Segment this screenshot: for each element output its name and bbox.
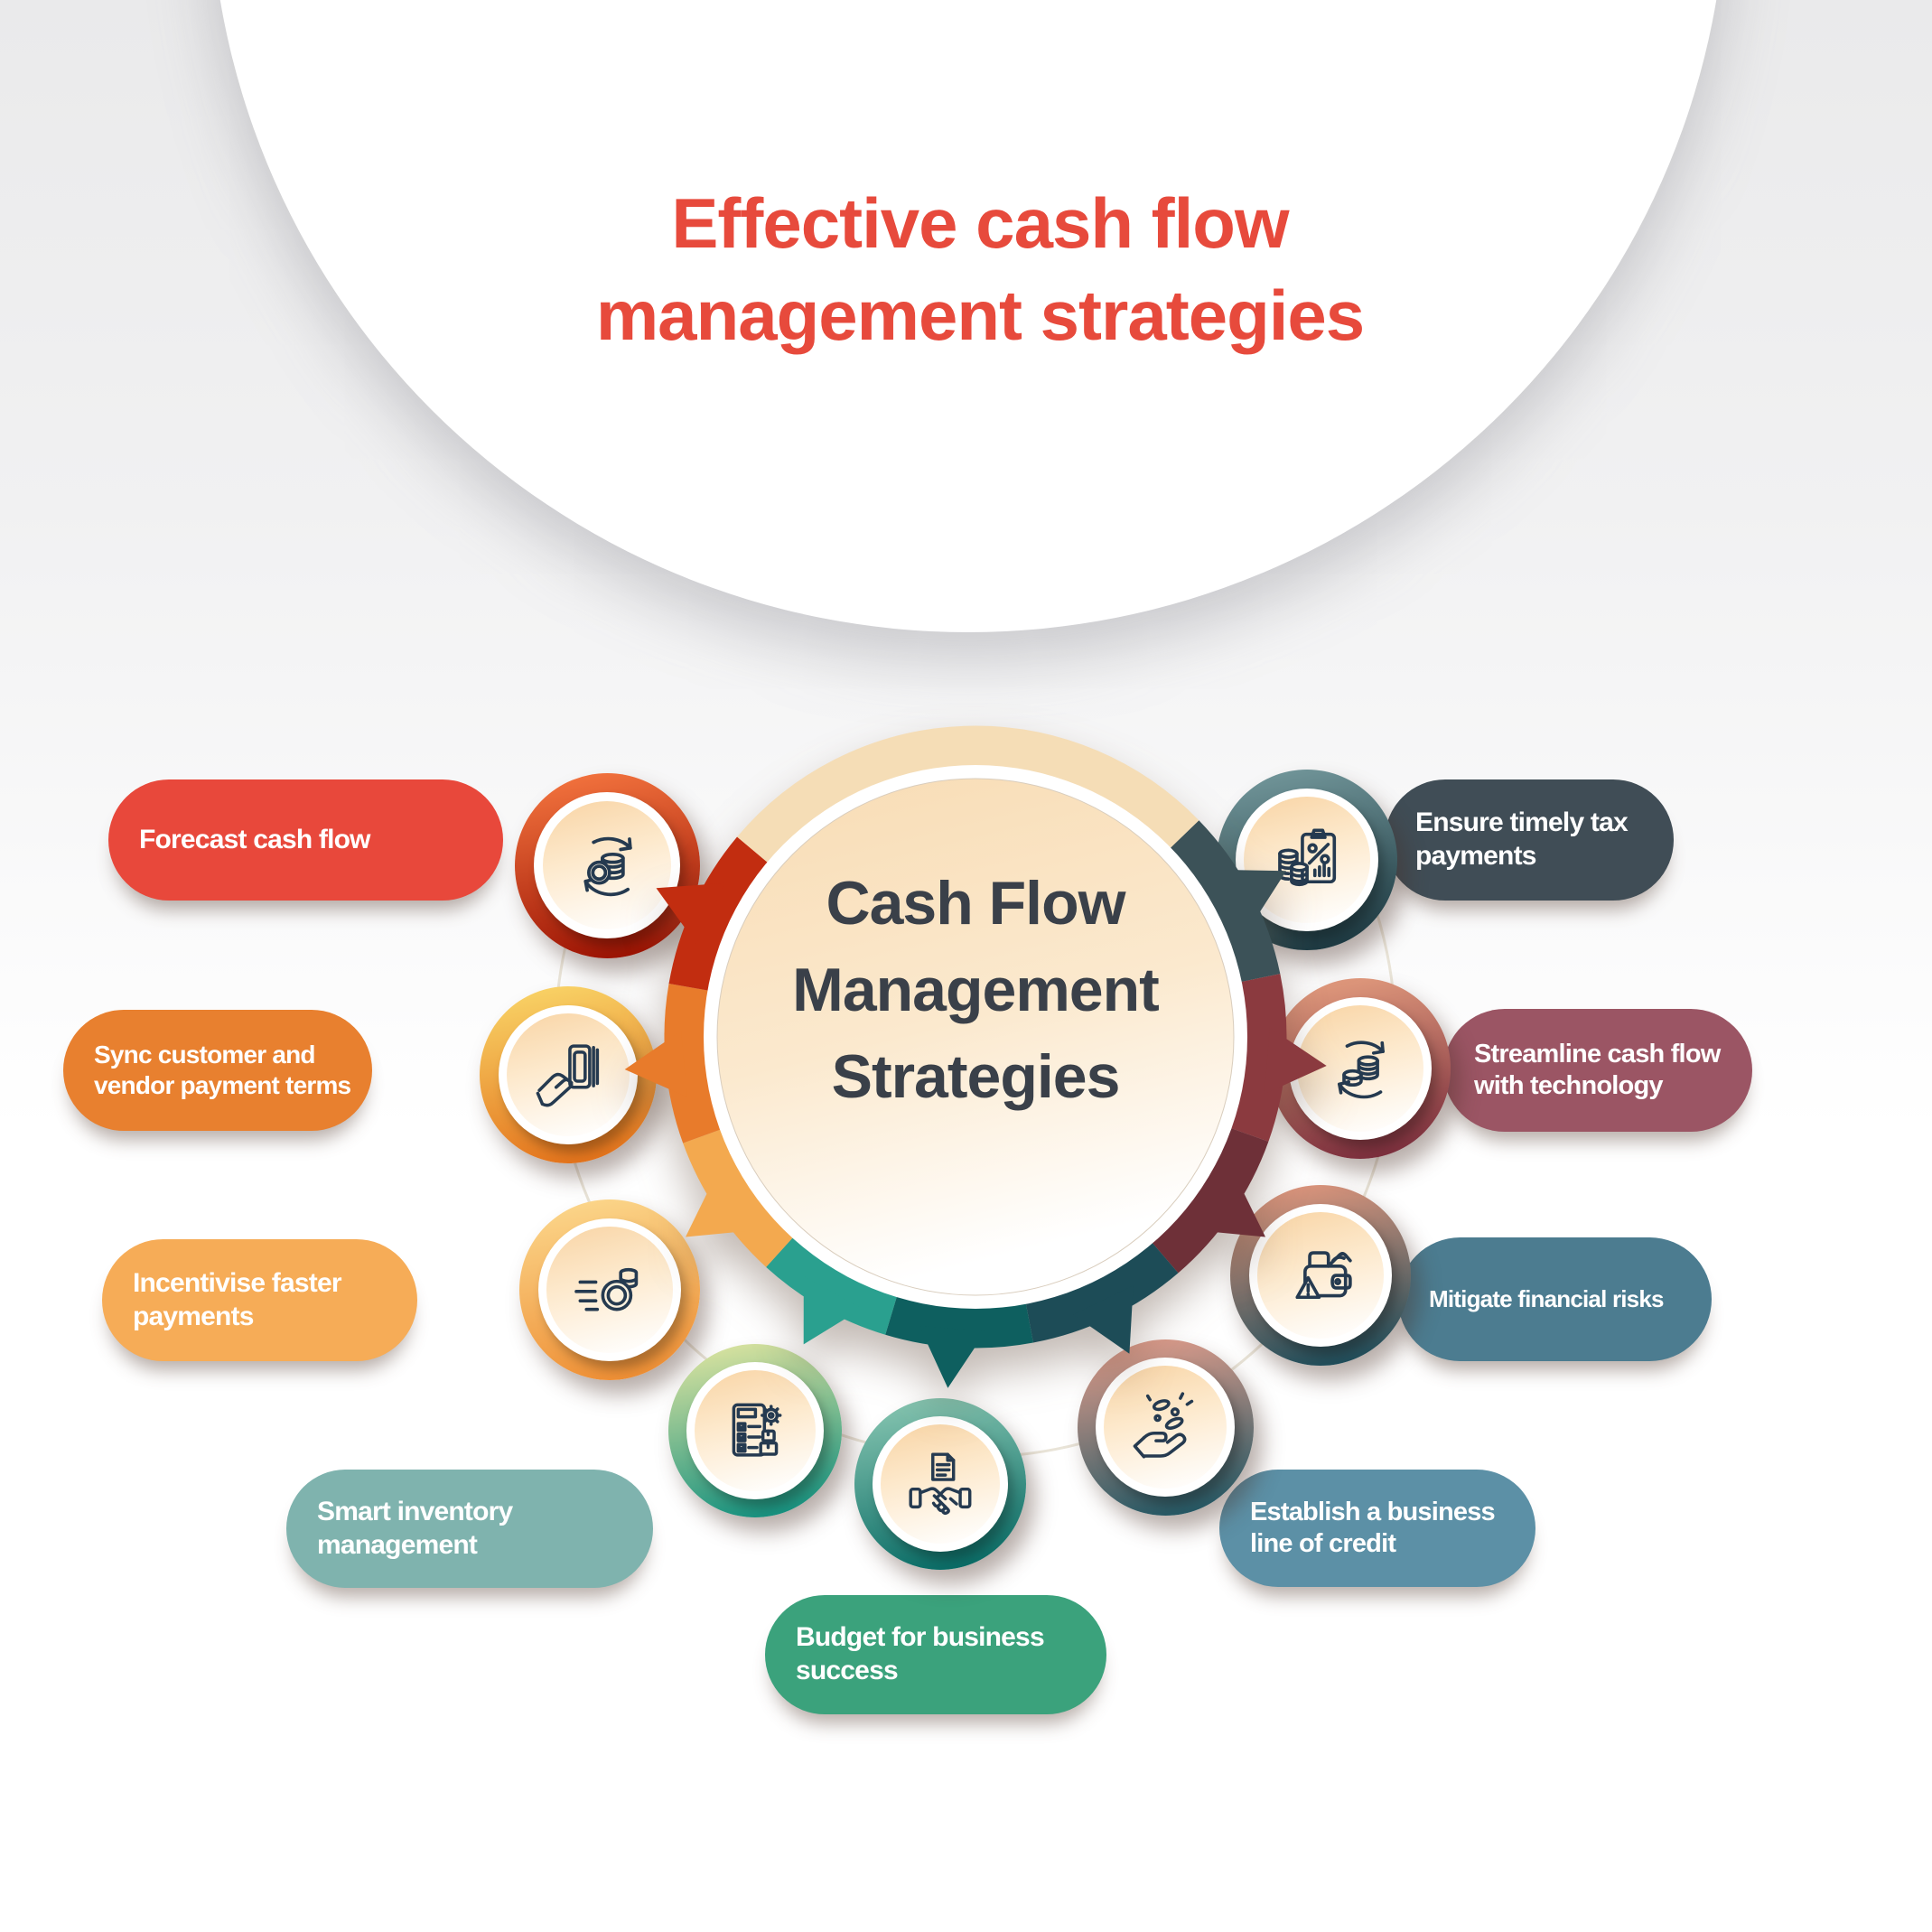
node-face [506, 1013, 630, 1137]
wallet-warning-icon [1295, 1251, 1352, 1299]
node-white-ring [686, 1362, 824, 1499]
pill-label: Budget for business [796, 1622, 1045, 1653]
node-face [880, 1423, 1001, 1545]
node-white-ring [534, 792, 680, 938]
coins-sync-icon [1337, 1041, 1385, 1099]
pill-establish-business-line-of-credit: Establish a business line of credit [1219, 1470, 1535, 1587]
node-incentivise-faster-payments [519, 1199, 700, 1380]
node-budget-for-business-success [854, 1398, 1026, 1570]
center-hub-title: Cash Flow Management Strategies [614, 860, 1337, 1120]
page-title-line2: management strategies [595, 275, 1365, 355]
handshake-document-icon [909, 1452, 972, 1516]
node-mitigate-financial-risks [1230, 1185, 1411, 1366]
node-white-ring [872, 1415, 1009, 1553]
pill-label: success [796, 1656, 899, 1685]
node-smart-inventory-management [668, 1344, 842, 1517]
pill-forecast-cash-flow: Forecast cash flow [108, 779, 503, 901]
pill-label: Establish a business [1250, 1497, 1496, 1526]
pill-label: Forecast cash flow [139, 824, 371, 854]
page-title: Effective cash flow management strategie… [393, 177, 1567, 361]
node-face [1104, 1366, 1227, 1489]
pill-label: Incentivise faster [133, 1267, 342, 1298]
tax-clipboard-icon [1278, 828, 1336, 886]
node-streamline-cash-flow-with-technology [1270, 978, 1451, 1159]
pill-label: Ensure timely tax [1415, 807, 1629, 838]
node-white-ring [1249, 1204, 1392, 1347]
hand-coins-icon [1133, 1392, 1194, 1459]
pill-label: Sync customer and [94, 1040, 316, 1069]
node-face [546, 1227, 673, 1353]
speed-coin-icon [574, 1267, 639, 1311]
center-hub-line2: Management [792, 956, 1160, 1024]
node-white-ring [1095, 1357, 1236, 1498]
pill-label: payments [1415, 841, 1536, 871]
pill-label: payments [133, 1301, 254, 1331]
pill-mitigate-financial-risks: Mitigate financial risks [1398, 1237, 1712, 1361]
pill-label: management [317, 1529, 478, 1560]
center-hub-line1: Cash Flow [826, 869, 1125, 938]
page-title-line1: Effective cash flow [671, 183, 1289, 263]
coins-cycle-icon [583, 836, 632, 896]
pill-label: line of credit [1250, 1529, 1396, 1558]
pill-budget-for-business-success: Budget for business success [765, 1595, 1106, 1714]
node-face [542, 800, 672, 930]
pill-label: Mitigate financial risks [1429, 1284, 1664, 1312]
pill-label: Smart inventory [317, 1496, 513, 1526]
pill-label: vendor payment terms [94, 1071, 351, 1099]
hand-banknote-icon [536, 1044, 599, 1107]
node-white-ring [498, 1004, 639, 1145]
node-sync-customer-vendor-payment-terms [480, 986, 657, 1163]
checklist-gear-icon [732, 1403, 782, 1457]
pill-label: Streamline cash flow [1474, 1039, 1721, 1069]
node-face [1257, 1212, 1384, 1339]
node-face [695, 1370, 816, 1491]
node-establish-business-line-of-credit [1077, 1339, 1254, 1516]
pill-label: with technology [1474, 1071, 1664, 1100]
node-forecast-cash-flow [514, 772, 700, 958]
node-white-ring [538, 1218, 681, 1361]
center-hub-line3: Strategies [831, 1042, 1121, 1111]
